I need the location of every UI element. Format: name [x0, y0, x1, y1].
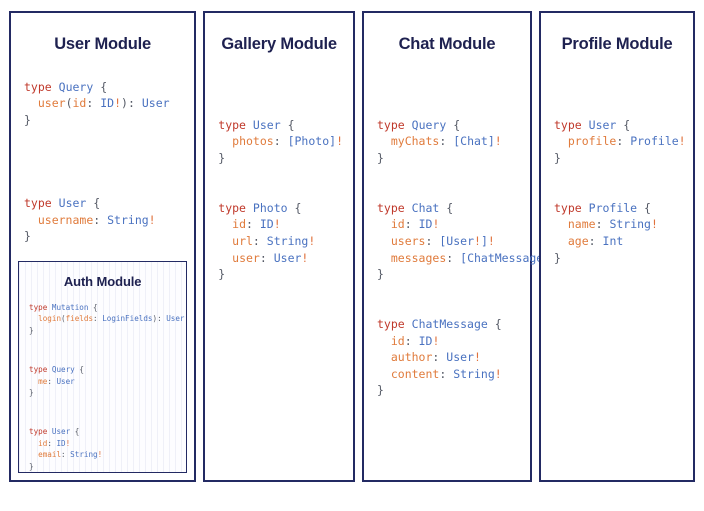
module-card-auth[interactable]: Auth Module type Mutation { login(fields… — [18, 261, 188, 473]
module-title-user: User Module — [54, 35, 152, 53]
module-card-gallery[interactable]: Gallery Module type User { photos: [Phot… — [203, 11, 355, 482]
schema-code-gallery: type User { photos: [Photo]! } type Phot… — [218, 117, 343, 282]
module-card-chat[interactable]: Chat Module type Query { myChats: [Chat]… — [362, 11, 557, 482]
module-card-profile[interactable]: Profile Module type User { profile: Prof… — [539, 11, 695, 482]
module-card-user[interactable]: User Module type Query { user(id: ID!): … — [9, 11, 197, 482]
schema-code-auth: type Mutation { login(fields: LoginField… — [29, 303, 185, 471]
schema-code-chat: type Query { myChats: [Chat]! } type Cha… — [377, 117, 557, 398]
module-title-chat: Chat Module — [398, 35, 496, 53]
module-title-profile: Profile Module — [561, 35, 673, 53]
module-title-auth: Auth Module — [63, 274, 142, 289]
schema-code-profile: type User { profile: Profile! } type Pro… — [554, 117, 686, 265]
schema-code-user: type Query { user(id: ID!): User } type … — [24, 79, 170, 244]
module-title-gallery: Gallery Module — [221, 35, 337, 53]
